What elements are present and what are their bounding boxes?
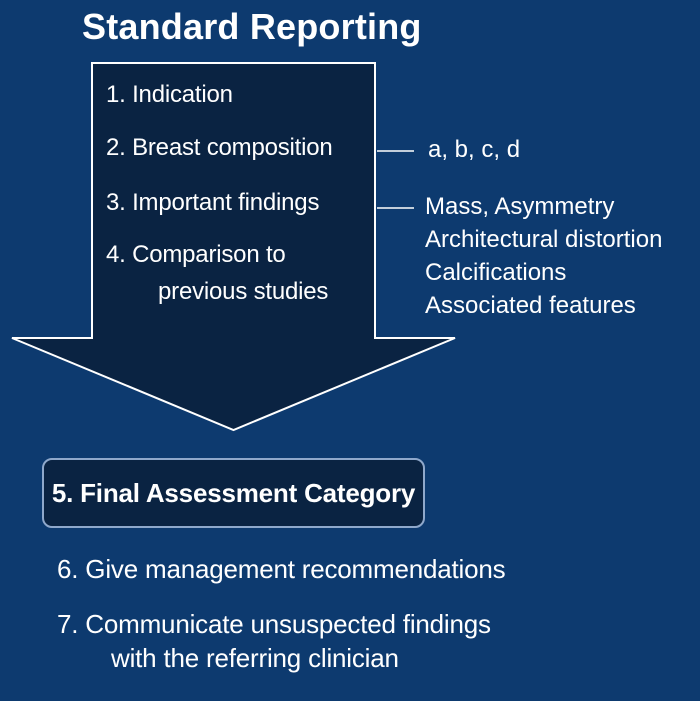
- report-item-important-findings: 3. Important findings: [106, 189, 320, 216]
- findings-type-calcifications: Calcifications: [425, 259, 567, 286]
- findings-type-associated-features: Associated features: [425, 292, 636, 319]
- report-item-comparison-line1: 4. Comparison to: [106, 241, 286, 268]
- step-6-management-recommendations: 6. Give management recommendations: [57, 554, 506, 584]
- down-arrow-shape: [11, 62, 456, 432]
- findings-types-list: Mass, Asymmetry Architectural distortion…: [425, 190, 662, 322]
- final-assessment-box: 5. Final Assessment Category: [42, 458, 425, 528]
- report-item-indication: 1. Indication: [106, 81, 233, 108]
- report-item-comparison-line2: previous studies: [158, 278, 329, 305]
- findings-type-architectural-distortion: Architectural distortion: [425, 226, 663, 253]
- report-item-breast-composition: 2. Breast composition: [106, 134, 333, 161]
- step-7-line2: with the referring clinician: [111, 643, 399, 673]
- final-assessment-label: 5. Final Assessment Category: [51, 477, 416, 508]
- findings-type-mass-asymmetry: Mass, Asymmetry: [425, 193, 615, 220]
- composition-categories-label: a, b, c, d: [428, 136, 521, 163]
- report-item-comparison: 4. Comparison to previous studies: [106, 236, 328, 310]
- step-7-communicate-findings: 7. Communicate unsuspected findings with…: [57, 607, 491, 675]
- slide-title: Standard Reporting: [82, 6, 422, 47]
- step-7-line1: 7. Communicate unsuspected findings: [57, 609, 491, 639]
